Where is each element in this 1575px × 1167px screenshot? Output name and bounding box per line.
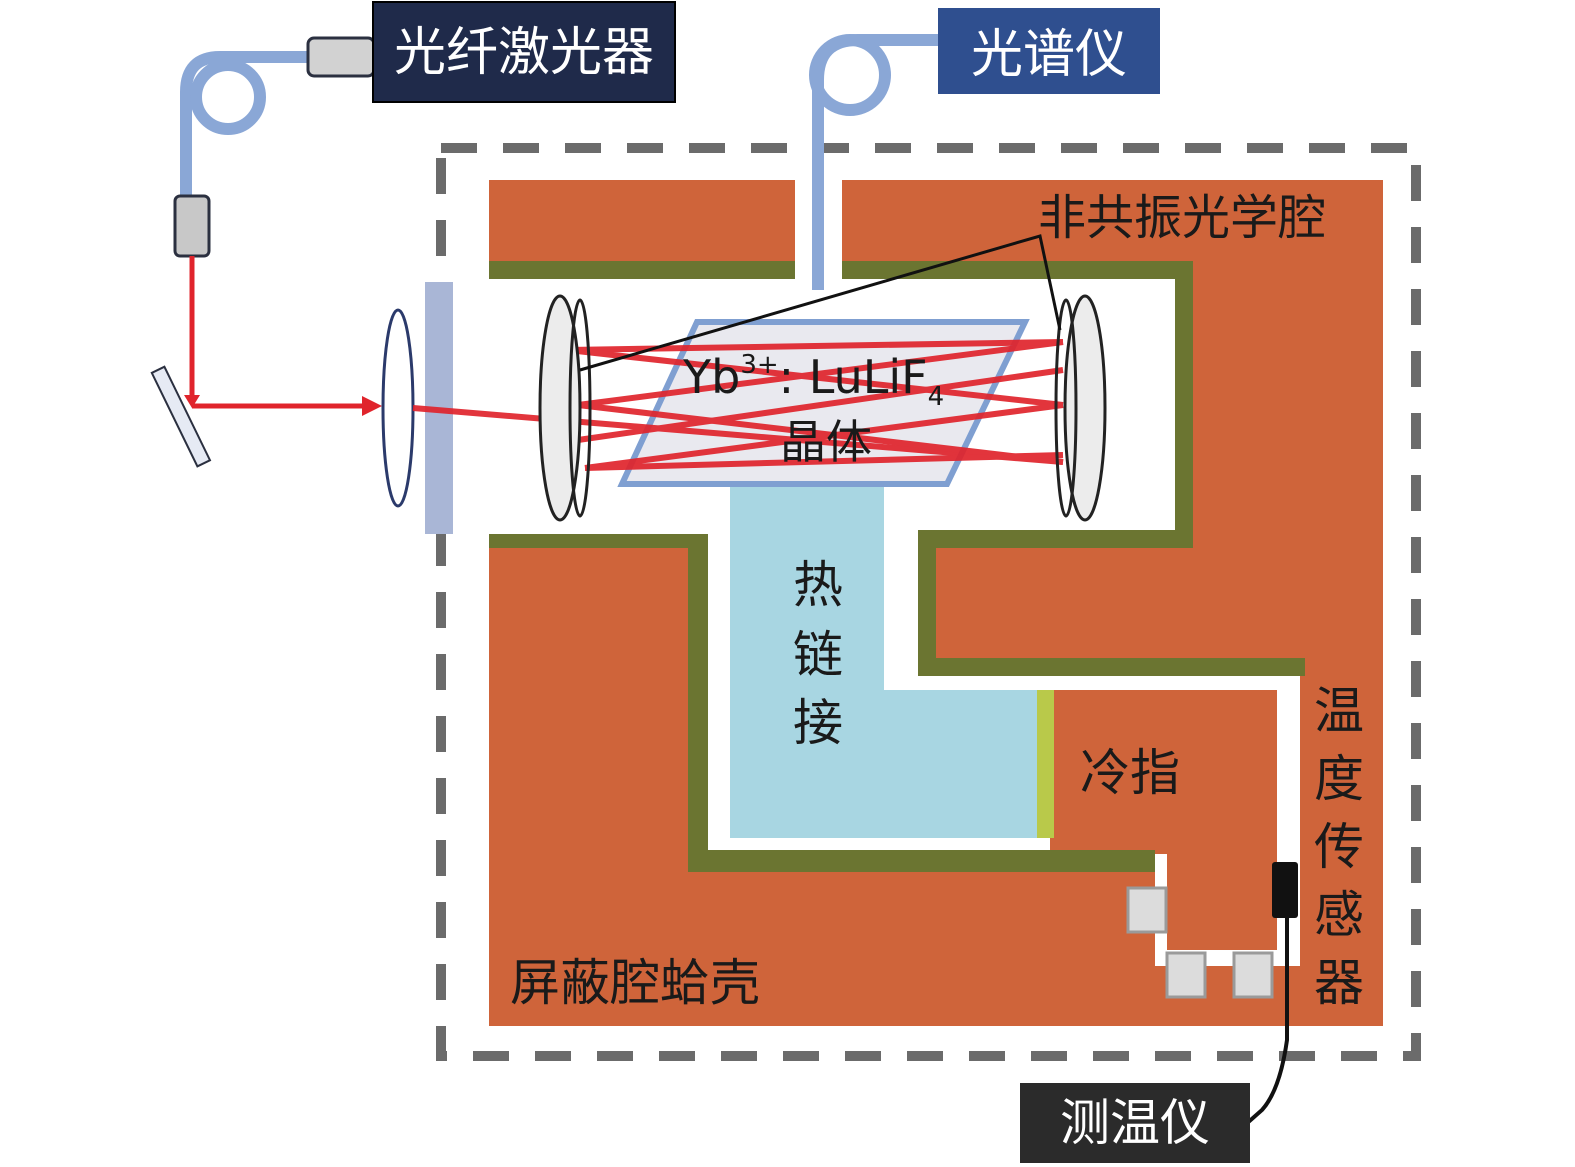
spectrometer-label: 光谱仪	[971, 25, 1127, 85]
liner-top-left	[489, 261, 795, 279]
beam-6	[584, 452, 1064, 471]
crystal-label-charge: 3+	[740, 350, 778, 380]
thermal-link	[730, 480, 1037, 838]
cavity-label: 非共振光学腔	[1038, 190, 1326, 246]
beam-2	[577, 339, 1064, 408]
fiber-connector-top	[306, 36, 376, 78]
beam-1	[577, 402, 1064, 465]
liner-top-right	[842, 261, 1193, 279]
liner-step-vertical	[918, 530, 936, 676]
liner-right-vertical	[1175, 261, 1193, 548]
temp-sensor-label-2: 度	[1314, 750, 1364, 808]
crystal-label-subscript: 4	[928, 382, 945, 412]
temp-sensor-label-3: 传	[1314, 818, 1364, 876]
spectrometer-box	[938, 8, 1160, 94]
shield-shell	[489, 180, 1383, 1026]
thermometer-box	[1020, 1083, 1250, 1163]
link-right-gap	[880, 676, 1300, 690]
cavity-pointer	[579, 234, 1062, 372]
crystal-label-host: : LuLiF	[779, 350, 928, 404]
sensor-pad-1	[1126, 886, 1168, 934]
focusing-lens	[381, 308, 415, 508]
thermal-link-label-1: 热	[793, 556, 843, 614]
crystal-label-line2: 晶体	[780, 415, 872, 469]
liner-channel-left	[688, 534, 708, 872]
liner-bottom-left-top	[489, 534, 708, 548]
temp-sensor-label-5: 器	[1314, 954, 1364, 1012]
temp-sensor-label-1: 温	[1314, 682, 1364, 740]
temp-sensor-label-4: 感	[1314, 886, 1364, 944]
left-cavity-mirror	[538, 294, 592, 522]
liner-channel-bottom	[688, 850, 1155, 872]
green-liners	[489, 261, 1305, 872]
pump-beam-arrow-right	[362, 396, 382, 416]
fold-mirror	[150, 365, 212, 468]
beam-5	[584, 402, 1064, 471]
temperature-sensor	[1272, 862, 1298, 918]
sensor-wire	[1243, 918, 1289, 1127]
laser-fiber	[180, 51, 310, 200]
spectrometer-fiber-loop	[809, 34, 891, 116]
crystal-label-line1: Yb3+: LuLiF4	[682, 350, 944, 412]
laser-fiber-loop	[190, 59, 266, 135]
vacuum-enclosure-dashed	[436, 143, 1421, 1061]
cold-finger-label: 冷指	[1080, 744, 1180, 802]
right-cavity-mirror	[1054, 294, 1107, 522]
fiber-laser-box	[372, 1, 676, 103]
liner-step-top	[918, 530, 1193, 548]
beam-input	[412, 405, 1064, 465]
shield-shell-label: 屏蔽腔蛤壳	[510, 954, 760, 1012]
liner-step-bottom	[918, 658, 1305, 676]
thermometer-label: 测温仪	[1060, 1094, 1210, 1152]
cold-finger-foot	[1155, 690, 1277, 950]
beam-4	[567, 347, 1064, 408]
cold-finger-contact	[1037, 690, 1054, 838]
shield-right-step	[918, 546, 1383, 676]
fiber-collimator	[173, 194, 211, 258]
thermal-link-label-3: 接	[793, 694, 843, 752]
thermal-link-label-2: 链	[793, 626, 843, 684]
fiber-laser-label: 光纤激光器	[394, 23, 654, 83]
crystal-label-yb: Yb	[682, 350, 740, 404]
sensor-pad-2	[1165, 951, 1207, 999]
beam-7	[577, 367, 1064, 443]
pump-beam-arrow-down	[184, 395, 200, 408]
right-mirror-face	[1054, 298, 1078, 518]
sensor-pad-3	[1232, 951, 1274, 999]
left-mirror-face	[568, 298, 592, 518]
right-mirror-back	[1063, 294, 1107, 522]
